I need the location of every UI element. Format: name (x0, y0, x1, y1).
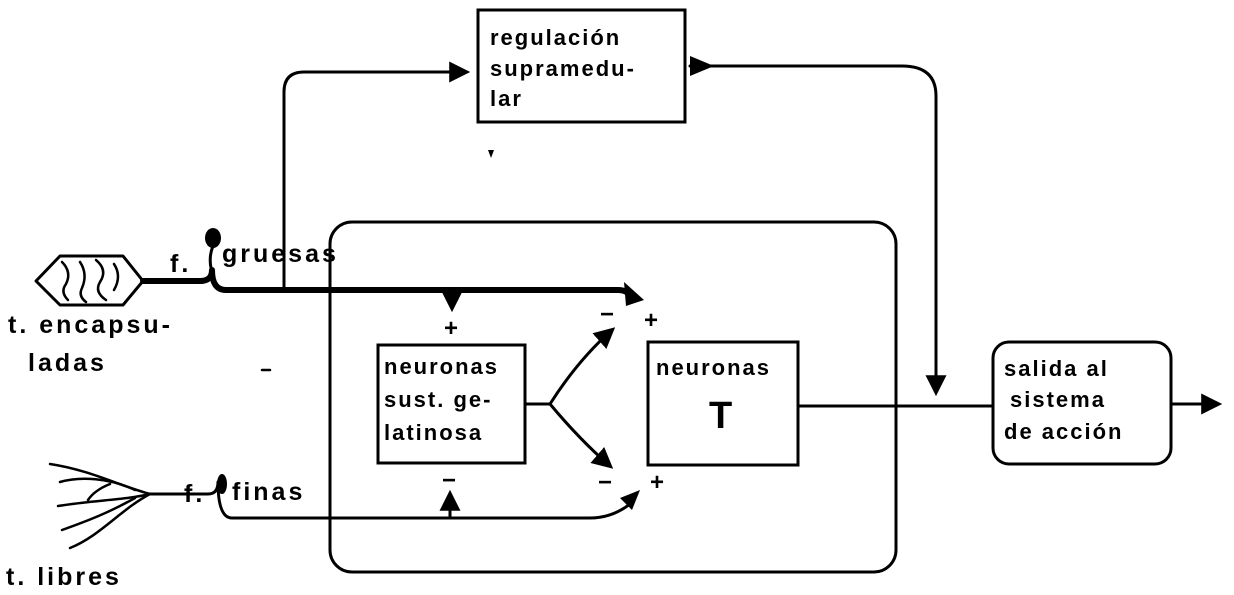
gelatinosa-minus-bottom: − (442, 467, 456, 494)
thin-fiber-arrowhead (620, 490, 640, 510)
gelatinosa-line-3: latinosa (384, 420, 483, 445)
regulacion-output-arrowhead (690, 56, 714, 76)
salida-line-2: sistema (1010, 387, 1106, 412)
t-input-minus-bottom: − (598, 469, 612, 496)
neuronas-t-label: neuronas (656, 355, 771, 380)
encapsuladas-label-1: t. encapsu- (8, 311, 173, 339)
gruesas-label: gruesas (222, 240, 339, 268)
stray-mark (488, 150, 494, 158)
t-input-minus-top: − (600, 301, 614, 328)
dorsal-horn-box (328, 220, 898, 574)
finas-prefix: f. (184, 480, 205, 508)
regulacion-line-2: supramedu- (490, 56, 636, 81)
libres-label: t. libres (6, 563, 122, 591)
ascending-collateral (282, 61, 471, 292)
sustancia-gelatinosa-node: neuronas sust. ge- latinosa (376, 343, 527, 465)
thin-fiber-cell-body (217, 474, 227, 494)
thick-fiber-line (140, 267, 635, 301)
salida-line-3: de acción (1004, 419, 1123, 444)
thick-fiber-arrowhead (624, 282, 644, 306)
descending-control (688, 64, 947, 397)
regulacion-line-1: regulación (490, 25, 621, 50)
gruesas-prefix: f. (170, 250, 191, 278)
regulacion-box (476, 8, 687, 124)
gelatinosa-plus-top: + (444, 315, 458, 342)
thick-fiber-cell-body (205, 228, 221, 248)
gelatinosa-line-2: sust. ge- (384, 387, 492, 412)
salida-line-1: salida al (1004, 356, 1109, 381)
neuronas-t-symbol: T (709, 395, 732, 437)
regulacion-supramedular-node: regulación supramedu- lar (476, 8, 687, 124)
encapsuladas-label-2: ladas (28, 349, 107, 377)
free-nerve-endings-icon (48, 462, 152, 550)
fork-lower (548, 402, 614, 469)
salida-sistema-accion-node: salida al sistema de acción (991, 340, 1173, 466)
neuronas-t-node: neuronas T (646, 340, 800, 467)
thin-fiber-line (148, 480, 632, 520)
regulacion-line-3: lar (490, 86, 523, 111)
t-input-plus-top: + (644, 307, 658, 334)
t-input-plus-bottom: + (650, 469, 664, 496)
neuronas-t-box (646, 340, 800, 467)
fork-upper (548, 327, 616, 406)
finas-label: finas (232, 478, 305, 506)
encapsulated-receptor-icon (34, 254, 145, 307)
gelatinosa-line-1: neuronas (384, 354, 499, 379)
